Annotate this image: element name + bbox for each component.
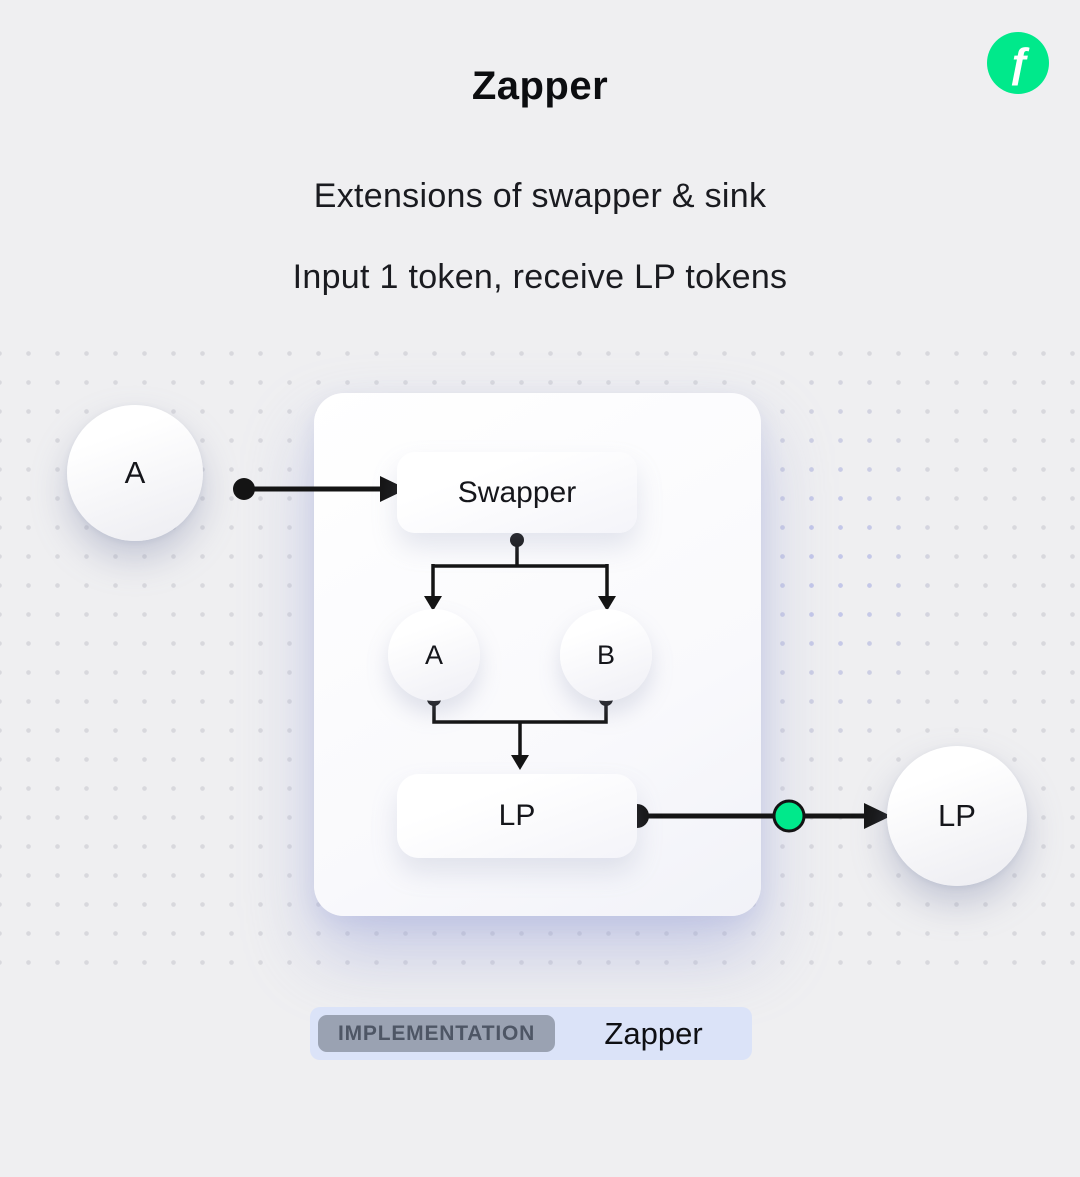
- token-a-circle: A: [388, 609, 480, 701]
- swapper-box: Swapper: [397, 452, 637, 533]
- flow-logo-icon: ƒ: [987, 32, 1049, 94]
- implementation-badge: IMPLEMENTATION Zapper: [310, 1007, 752, 1060]
- input-token-a-circle: A: [67, 405, 203, 541]
- subtitle-line-1: Extensions of swapper & sink: [313, 177, 767, 215]
- page-title: Zapper: [471, 64, 609, 108]
- token-b-circle: B: [560, 609, 652, 701]
- flow-logo-glyph: ƒ: [1008, 39, 1031, 86]
- subtitle-line-2: Input 1 token, receive LP tokens: [292, 258, 788, 296]
- lp-box: LP: [397, 774, 637, 858]
- implementation-name: Zapper: [604, 1015, 703, 1051]
- output-token-lp-circle: LP: [887, 746, 1027, 886]
- implementation-pill-label: IMPLEMENTATION: [318, 1015, 556, 1052]
